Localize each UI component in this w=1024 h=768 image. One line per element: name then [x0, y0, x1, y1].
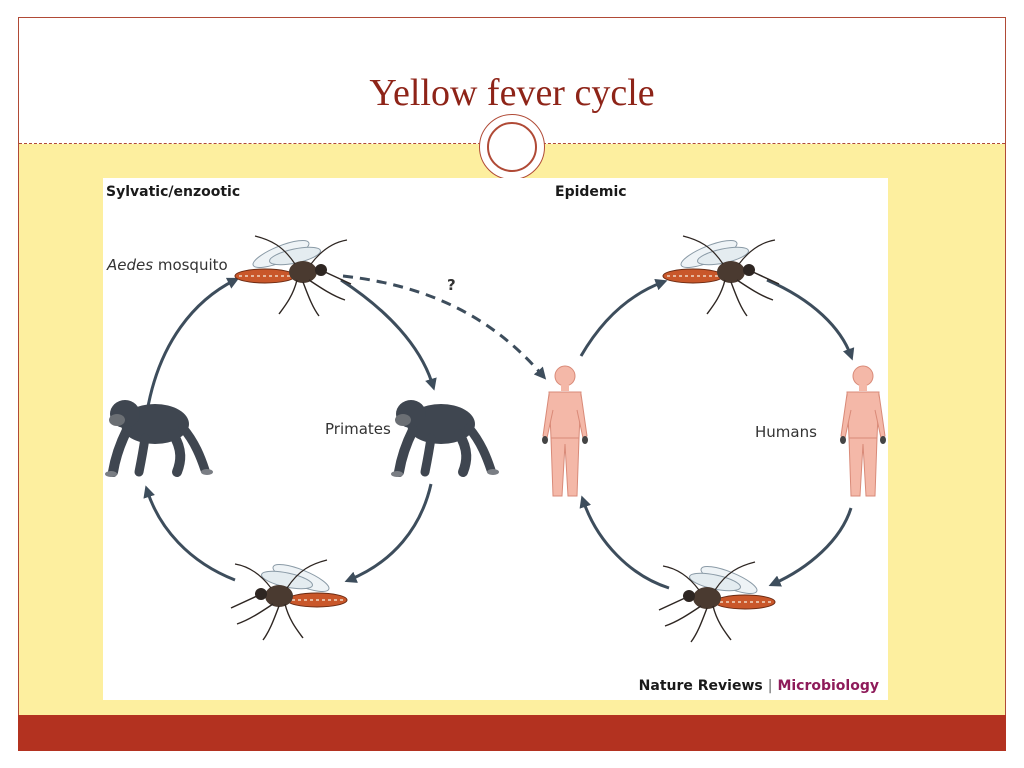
spillover-arrow: [342, 274, 547, 380]
mosquito-icon: [662, 234, 780, 317]
cycle-arrow-human-to-mosquito: [579, 278, 668, 357]
spillover-question-mark: ?: [447, 276, 456, 294]
vector-label: Aedes mosquito: [106, 256, 228, 274]
cycle-arrow-mosquito-to-primates: [340, 278, 437, 391]
mosquito-icon: [234, 234, 352, 317]
humans-label: Humans: [755, 423, 817, 441]
cycle-arrow-humans-to-mosquito: [768, 507, 853, 587]
epidemic-header: Epidemic: [555, 184, 627, 200]
primates-label: Primates: [325, 420, 391, 438]
cycle-arrow-mosquito-to-human: [579, 495, 670, 590]
human-figure-icon: [839, 365, 887, 497]
chimpanzee-icon: [391, 400, 499, 477]
cycle-figure: Sylvatic/enzootic Epidemic ?: [103, 178, 888, 700]
mosquito-icon: [230, 558, 348, 641]
cycle-arrow-mosquito-to-humans: [766, 278, 855, 361]
figure-credit: Nature Reviews |Microbiology: [639, 678, 879, 694]
human-figure-icon: [541, 365, 589, 497]
divider-ornament-icon: [479, 114, 545, 180]
mosquito-icon: [658, 560, 776, 643]
credit-separator: |: [768, 678, 773, 694]
vector-label-genus: Aedes: [106, 256, 153, 274]
cycle-arrow-mosquito-to-monkey: [143, 485, 236, 582]
sylvatic-header: Sylvatic/enzootic: [106, 184, 240, 200]
credit-section: Microbiology: [777, 678, 879, 694]
footer-bar: [18, 715, 1006, 751]
credit-journal: Nature Reviews: [639, 678, 763, 694]
cycle-diagram: Sylvatic/enzootic Epidemic ?: [103, 184, 887, 694]
cycle-arrow-primates-to-mosquito: [344, 483, 433, 583]
vector-label-common: mosquito: [153, 256, 228, 274]
cycle-arrow-monkey-to-mosquito: [145, 277, 240, 413]
slide-title: Yellow fever cycle: [369, 72, 655, 114]
chimpanzee-icon: [105, 400, 213, 477]
